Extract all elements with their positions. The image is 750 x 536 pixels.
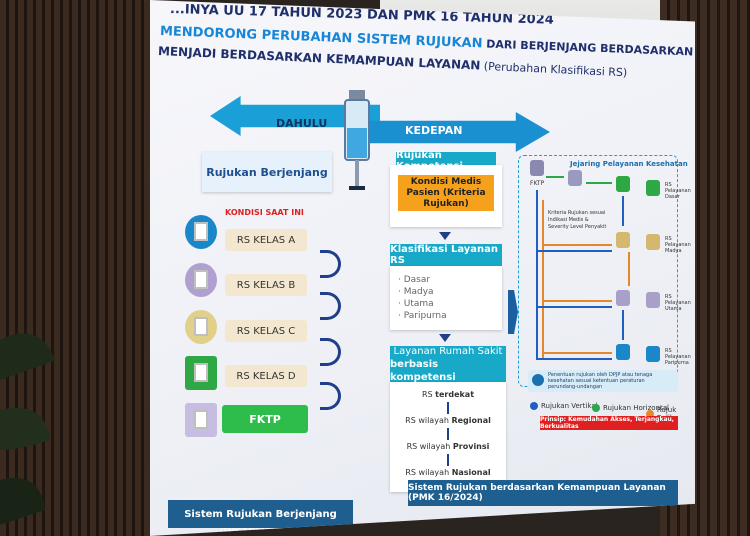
fktp-box: FKTP (222, 405, 308, 433)
step-arrow-2 (447, 428, 449, 440)
kondisi-medis-box: Kondisi Medis Pasien (Kriteria Rujukan) (398, 175, 494, 211)
arrow-down-1 (439, 232, 451, 240)
competency-header-1: Layanan Rumah Sakit (393, 345, 503, 357)
building-icon-b (185, 263, 217, 297)
legend-dot-green (592, 404, 600, 412)
right-footer-text: Sistem Rujukan berdasarkan Kemampuan Lay… (408, 483, 666, 503)
info-box: Penentuan rujukan oleh DPJP atau tenaga … (528, 370, 678, 392)
title-dan: DAN (362, 7, 404, 24)
title-uu: ...INYA UU 17 TAHUN 2023 (169, 2, 363, 23)
hline-utama-orange (542, 300, 612, 302)
legend-vertical: Rujukan Vertikal (530, 402, 598, 410)
hline-dasar-green (586, 182, 612, 184)
vline-dasar-madya (622, 196, 624, 226)
node-paripurna-2 (646, 346, 660, 362)
right-footer: Sistem Rujukan berdasarkan Kemampuan Lay… (408, 480, 678, 506)
legend-horizontal: Rujukan Horizontal (592, 404, 669, 412)
kondisi-saat-ini: KONDISI SAAT INI (225, 208, 304, 217)
node-madya-1 (616, 232, 630, 248)
condition-card: Kondisi Medis Pasien (Kriteria Rujukan) (390, 165, 502, 227)
label-paripurna: RS Pelayanan Paripurna (665, 348, 691, 366)
left-footer: Sistem Rujukan Berjenjang (168, 500, 353, 528)
label-kedepan: KEDEPAN (405, 124, 463, 137)
left-header-card: Rujukan Berjenjang (202, 152, 332, 192)
fktp-node-icon (530, 160, 544, 176)
title-perubahan: (Perubahan Klasifikasi RS) (480, 59, 628, 80)
node-madya-2 (646, 234, 660, 250)
principle-banner: Prinsip: Kemudahan Akses, Terjangkau, Be… (540, 416, 678, 430)
class-dasar: · Dasar (398, 275, 431, 285)
step-arrow-1 (447, 402, 449, 414)
node-utama-1 (616, 290, 630, 306)
left-footer-sub: (PMK 1/2012) (220, 527, 274, 536)
building-icon-d (185, 356, 217, 390)
plant-leaves (0, 333, 55, 525)
hline-paripurna-blue (536, 358, 612, 360)
fktp-node-label: FKTP (530, 180, 545, 187)
info-text: Penentuan rujukan oleh DPJP atau tenaga … (548, 372, 653, 390)
syringe-icon (344, 90, 370, 190)
class-utama: · Utama (398, 299, 434, 309)
step-2: RS wilayah Regional (405, 416, 491, 425)
class-list: · Dasar · Madya · Utama · Paripurna (398, 274, 447, 322)
class-madya: · Madya (398, 287, 434, 297)
klasifikasi-card: · Dasar · Madya · Utama · Paripurna (390, 266, 502, 330)
class-paripurna: · Paripurna (398, 311, 447, 321)
network-header: Jejaring Pelayanan Kesehatan (570, 160, 688, 168)
building-icon-fktp (185, 403, 217, 437)
hline-utama-blue (536, 306, 612, 308)
legend-dot-orange (646, 410, 654, 418)
vertical-line-blue (536, 190, 538, 360)
connector-arrow (508, 290, 518, 334)
network-note: Kriteria Rujukan sesuai Indikasi Medis &… (548, 210, 607, 230)
vline-madya-utama (628, 252, 630, 286)
people-icon (532, 374, 544, 386)
legend-dot-blue (530, 402, 538, 410)
label-utama: RS Pelayanan Utama (665, 294, 691, 312)
chevron-2 (320, 292, 341, 320)
step-4: RS wilayah Nasional (405, 468, 491, 477)
hline-madya-blue (536, 250, 612, 252)
competency-header-2: berbasis kompetensi (390, 358, 456, 383)
rs-kelas-d: RS KELAS D (225, 365, 307, 387)
rs-kelas-c: RS KELAS C (225, 320, 307, 342)
label-dahulu: DAHULU (276, 117, 328, 130)
node-paripurna-1 (616, 344, 630, 360)
building-icon-c (185, 310, 217, 344)
hline-fktp-green (546, 176, 564, 178)
step-1: RS terdekat (421, 390, 475, 399)
label-dasar: RS Pelayanan Dasar (665, 182, 691, 200)
step-3: RS wilayah Provinsi (406, 442, 490, 451)
node-utama-2 (646, 292, 660, 308)
fktp-node-icon-2 (568, 170, 582, 186)
chevron-4 (320, 382, 341, 410)
klasifikasi-header: Klasifikasi Layanan RS (390, 244, 502, 266)
left-footer-text: Sistem Rujukan Berjenjang (184, 508, 337, 520)
presentation-screen: ...INYA UU 17 TAHUN 2023 DAN PMK 16 TAHU… (150, 0, 695, 536)
step-arrow-3 (447, 454, 449, 466)
vline-utama-paripurna (622, 310, 624, 340)
hline-madya-orange (542, 244, 612, 246)
competency-header: Layanan Rumah Sakit berbasis kompetensi (390, 345, 506, 383)
building-icon-a (185, 215, 217, 249)
rs-kelas-a: RS KELAS A (225, 229, 307, 251)
arrow-down-2 (439, 334, 451, 342)
node-dasar-1 (616, 176, 630, 192)
vertical-line-orange (542, 200, 544, 360)
steps-card: RS terdekat RS wilayah Regional RS wilay… (390, 382, 506, 492)
rs-kelas-b: RS KELAS B (225, 274, 307, 296)
chevron-3 (320, 338, 341, 366)
label-madya: RS Pelayanan Madya (665, 236, 691, 254)
chevron-1 (320, 250, 341, 278)
title-dari: DARI BERJENJANG BERDASARKAN KELAS RS (486, 37, 695, 61)
left-header-text: Rujukan Berjenjang (206, 165, 328, 179)
hline-paripurna-orange (542, 352, 612, 354)
node-dasar-2 (646, 180, 660, 196)
